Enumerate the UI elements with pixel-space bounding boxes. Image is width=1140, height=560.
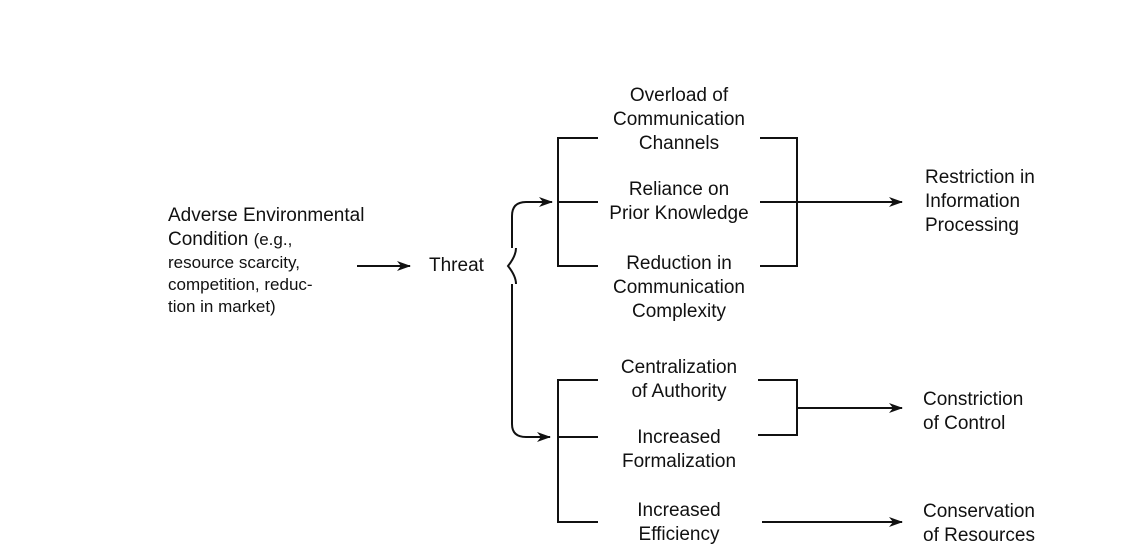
efficiency-line-2: Efficiency — [638, 524, 720, 545]
formalization-line-1: Increased — [637, 427, 721, 448]
reduction-line-2: Communication — [613, 277, 745, 298]
threat-node: Threat — [429, 254, 484, 278]
centralization-line-2: of Authority — [631, 381, 727, 402]
source-condition-word: Condition — [168, 229, 249, 250]
formalization-line-2: Formalization — [621, 451, 737, 472]
centralization-line-1: Centralization — [620, 357, 738, 378]
info-item-reduction: Reduction in Communication Complexity — [599, 252, 759, 324]
info-item-reliance: Reliance on Prior Knowledge — [599, 178, 759, 226]
reduction-line-3: Complexity — [632, 301, 726, 322]
source-node: Adverse Environmental Condition (e.g., r… — [168, 204, 364, 318]
source-line-5: tion in market) — [168, 297, 276, 316]
control-right-bracket — [758, 379, 798, 436]
info-outcome-line-1: Restriction in — [925, 167, 1035, 188]
reduction-line-1: Reduction in — [626, 253, 732, 274]
resources-outcome: Conservation of Resources — [923, 500, 1035, 548]
reliance-line-2: Prior Knowledge — [609, 203, 749, 224]
overload-line-2: Communication — [613, 109, 745, 130]
control-outcome-line-1: Constriction — [923, 389, 1024, 410]
control-item-centralization: Centralization of Authority — [599, 356, 759, 404]
source-line-1: Adverse Environmental — [168, 205, 365, 226]
info-item-overload: Overload of Communication Channels — [599, 84, 759, 156]
control-left-bracket — [557, 379, 598, 523]
source-line-2: Condition (e.g., — [168, 228, 364, 252]
source-line-3: resource scarcity, — [168, 253, 300, 272]
control-item-formalization: Increased Formalization — [599, 426, 759, 474]
threat-label: Threat — [429, 255, 484, 276]
info-outcome-line-2: Information — [925, 191, 1021, 212]
efficiency-line-1: Increased — [637, 500, 721, 521]
resources-outcome-line-1: Conservation — [923, 501, 1035, 522]
overload-line-3: Channels — [638, 133, 720, 154]
overload-line-1: Overload of — [629, 85, 729, 106]
threat-brace — [506, 247, 517, 285]
info-outcome-line-3: Processing — [925, 215, 1019, 236]
control-outcome-line-2: of Control — [923, 413, 1006, 434]
control-outcome: Constriction of Control — [923, 388, 1023, 436]
arrow-threat-to-info — [511, 197, 553, 248]
source-line-4: competition, reduc- — [168, 275, 313, 294]
resources-outcome-line-2: of Resources — [923, 525, 1035, 546]
arrow-threat-to-control — [511, 284, 551, 442]
reliance-line-1: Reliance on — [628, 179, 730, 200]
source-eg: (e.g., — [253, 230, 293, 249]
info-outcome: Restriction in Information Processing — [925, 166, 1035, 238]
resources-item-efficiency: Increased Efficiency — [599, 499, 759, 547]
